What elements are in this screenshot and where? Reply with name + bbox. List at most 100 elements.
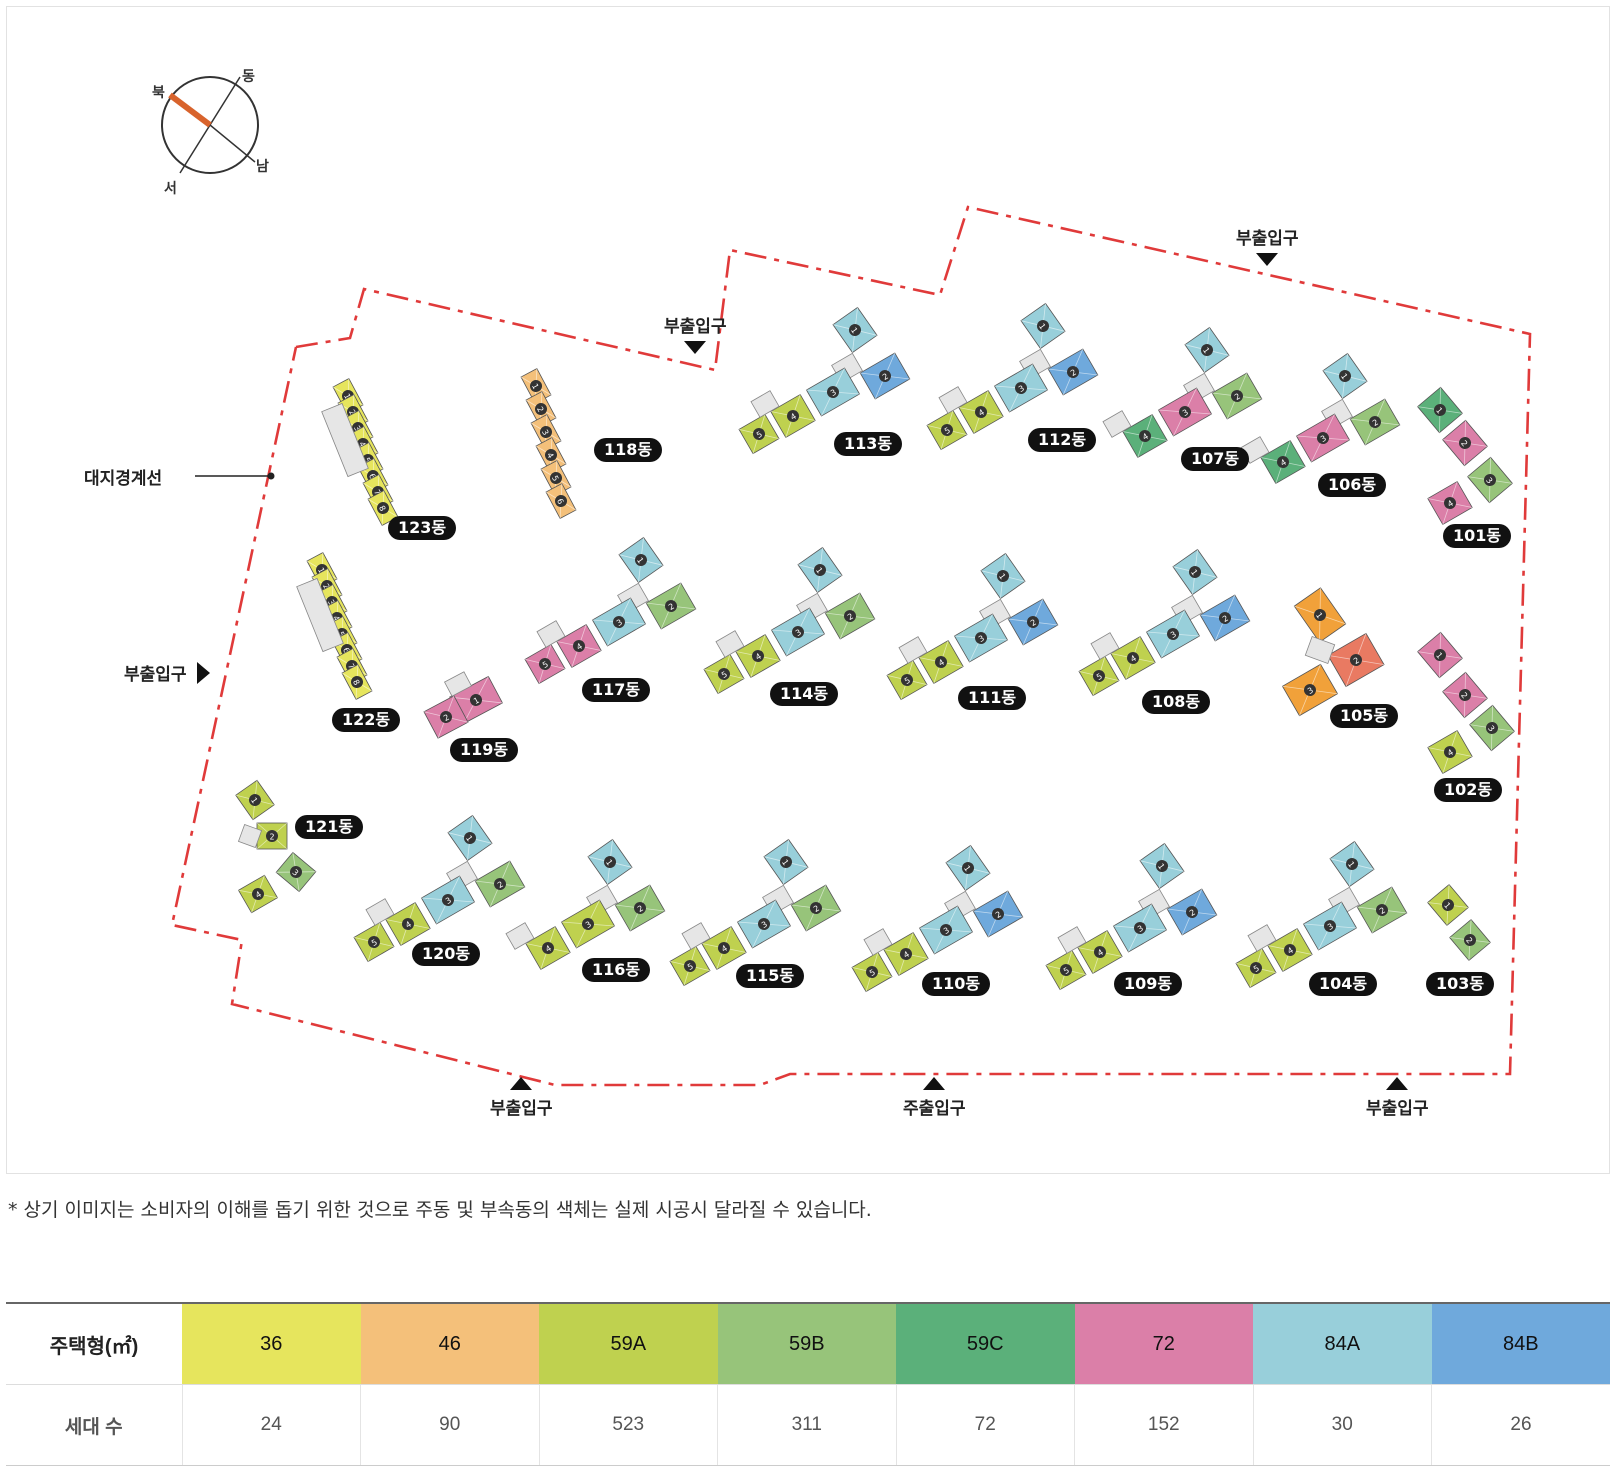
svg-text:2: 2 [269,833,274,842]
unit-block: 4 [770,393,816,439]
unit-block: 2 [423,695,469,739]
core-block [1090,632,1120,660]
tag-107[interactable]: 107동 [1181,447,1250,471]
site-boundary-line [170,205,1532,1087]
unit-block: 1 [1184,326,1230,374]
tag-110[interactable]: 110동 [922,972,991,996]
tag-118[interactable]: 118동 [594,438,663,462]
svg-text:5: 5 [370,938,379,948]
tag-104[interactable]: 104동 [1309,972,1378,996]
svg-text:6: 6 [341,646,351,655]
tag-105[interactable]: 105동 [1330,704,1399,728]
svg-text:1: 1 [1434,651,1444,661]
tag-122[interactable]: 122동 [332,708,401,732]
unit-block: 4 [1267,927,1313,973]
svg-text:1: 1 [249,796,259,805]
svg-text:1: 1 [530,382,540,391]
svg-text:2: 2 [846,612,855,622]
svg-text:2: 2 [535,405,545,414]
svg-text:1: 1 [1156,862,1166,871]
tag-119[interactable]: 119동 [450,738,519,762]
unit-block: 4 [1260,439,1306,485]
svg-text:1: 1 [472,696,481,706]
core-block [898,636,928,664]
type-cell: 84B [1431,1302,1610,1385]
svg-text:4: 4 [1141,432,1150,442]
svg-text:2: 2 [1378,906,1387,916]
unit-block: 5 [738,413,780,455]
svg-text:4: 4 [754,652,763,662]
tag-111[interactable]: 111동 [958,686,1027,710]
unit-block: 5 [886,659,928,701]
tag-109[interactable]: 109동 [1114,972,1183,996]
svg-text:7: 7 [346,662,356,671]
unit-block: 4 [883,931,929,977]
svg-text:3: 3 [1017,384,1026,394]
svg-text:2: 2 [496,880,505,890]
svg-text:2: 2 [1464,936,1474,946]
unit-block: 2 [1199,594,1251,642]
svg-text:1: 1 [1346,860,1356,869]
unit-block: 2 [256,822,288,850]
gate-south-left: 부출입구 [490,1077,553,1119]
unit-block: 1 [1417,631,1463,679]
gate-north-right: 부출입구 [1236,224,1299,266]
svg-text:8: 8 [351,678,361,687]
tag-115[interactable]: 115동 [736,964,805,988]
svg-text:1: 1 [1339,372,1349,381]
unit-type-table: 주택형(㎡) 36 46 59A 59B 59C 72 84A 84B 세대 수… [6,1302,1610,1466]
unit-block: 4 [1427,729,1473,775]
svg-text:2: 2 [1188,908,1197,918]
gate-main-entrance: 주출입구 [903,1077,966,1119]
count-cell: 523 [538,1384,718,1466]
svg-text:4: 4 [331,614,341,623]
count-header: 세대 수 [6,1384,182,1466]
svg-text:3: 3 [615,618,624,628]
core-block [863,928,893,956]
tag-102[interactable]: 102동 [1434,778,1503,802]
svg-text:2: 2 [812,904,821,914]
unit-block: 3 [1302,901,1358,951]
unit-block: 3 [1295,413,1351,463]
tag-123[interactable]: 123동 [388,516,457,540]
tag-116[interactable]: 116동 [582,958,651,982]
tag-117[interactable]: 117동 [582,678,651,702]
unit-block: 2 [1327,632,1385,688]
tag-113[interactable]: 113동 [834,432,903,456]
tag-101[interactable]: 101동 [1443,524,1512,548]
svg-text:4: 4 [1446,499,1455,509]
type-cell: 36 [182,1302,361,1385]
svg-text:1: 1 [1189,568,1199,577]
svg-text:2: 2 [1371,418,1380,428]
svg-text:4: 4 [357,440,367,449]
svg-text:1: 1 [1434,406,1444,416]
svg-text:5: 5 [1252,964,1261,974]
svg-text:3: 3 [584,920,593,930]
unit-block: 1 [1293,587,1347,643]
tag-120[interactable]: 120동 [412,942,481,966]
count-cell: 26 [1431,1384,1610,1466]
unit-block: 5 [1045,949,1087,991]
tag-106[interactable]: 106동 [1318,473,1387,497]
svg-text:7: 7 [372,488,382,497]
svg-text:3: 3 [326,598,336,607]
svg-text:1: 1 [1442,901,1452,911]
svg-text:2: 2 [1459,691,1469,701]
svg-text:4: 4 [937,658,946,668]
unit-block: 2 [1166,888,1218,936]
tag-112[interactable]: 112동 [1028,428,1097,452]
tag-108[interactable]: 108동 [1142,690,1211,714]
unit-block: 1 [618,536,664,584]
core-block [1057,926,1087,954]
svg-text:5: 5 [550,474,560,483]
tag-114[interactable]: 114동 [770,682,839,706]
unit-block: 3 [770,607,826,657]
tag-103[interactable]: 103동 [1426,972,1495,996]
svg-text:5: 5 [336,630,346,639]
tag-121[interactable]: 121동 [295,815,364,839]
compass-north: 북 [152,85,165,101]
svg-text:2: 2 [1221,614,1230,624]
unit-block: 3 [736,899,792,949]
svg-text:1: 1 [1037,322,1047,331]
svg-text:5: 5 [1062,966,1071,976]
